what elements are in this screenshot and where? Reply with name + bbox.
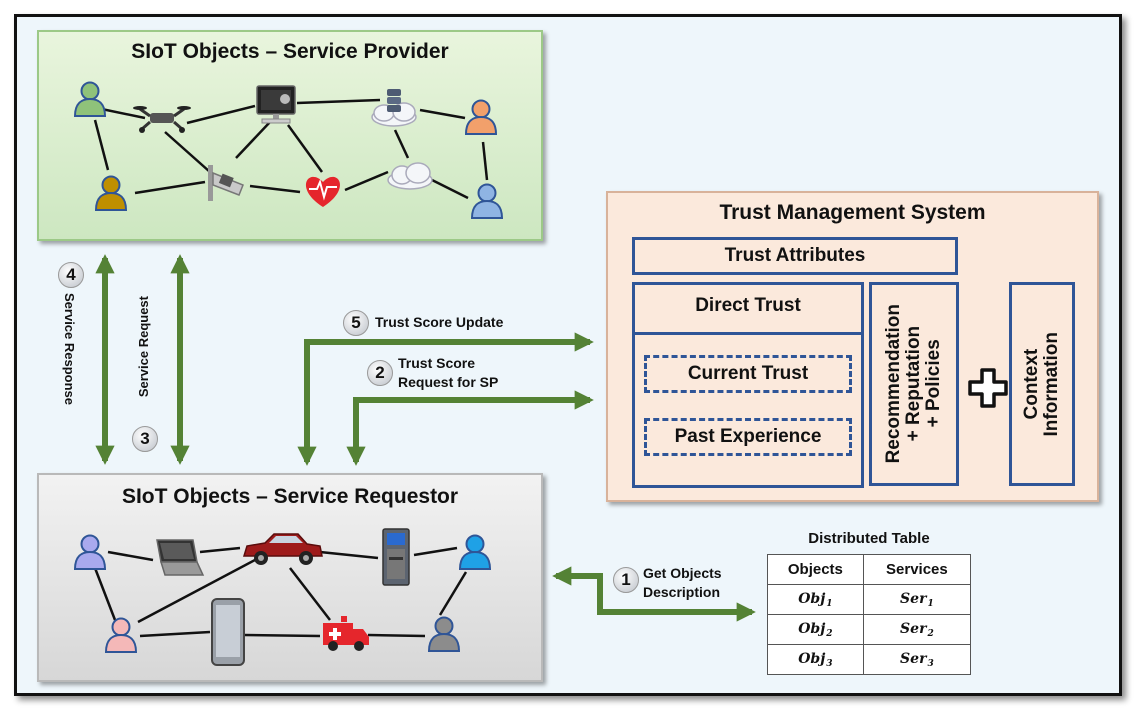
direct-trust-label: Direct Trust [695,295,801,316]
requestor-title: SIoT Objects – Service Requestor [121,485,459,508]
cloud-icon [387,162,433,190]
services-header: Services [862,554,972,585]
provider-icons [73,81,504,219]
smartphone-icon [211,598,245,666]
trust-score-update-label: Trust Score Update [375,314,504,330]
step-badge-5: 5 [342,309,370,342]
service-cell: Ser2 [862,614,972,645]
cloud-server-icon [371,89,417,127]
current-trust-box: Current Trust [644,355,852,393]
service-response-label: Service Response [62,293,77,406]
table-header-row: Objects Services [767,554,972,585]
trust-attributes-box: Trust Attributes [632,237,958,275]
tms-title: Trust Management System [719,201,986,224]
user-icon [94,175,128,211]
recommendation-box: Recommendation + Reputation + Policies [869,282,959,486]
trust-score-request-arrow [346,390,594,466]
object-cell: Obj3 [767,644,864,675]
get-objects-description-arrow [552,566,756,622]
user-icon [104,617,138,653]
object-cell: Obj2 [767,614,864,645]
table-row: Obj3 Ser3 [767,644,972,675]
drone-icon [133,106,191,133]
step-badge-2: 2 [366,359,394,392]
cctv-camera-icon [208,165,244,201]
distributed-table-title: Distributed Table [808,530,930,547]
get-objects-description-label: Get Objects Description [643,565,722,600]
table-row: Obj1 Ser1 [767,584,972,615]
plus-icon [963,363,1013,413]
user-icon [464,99,498,135]
service-cell: Ser3 [862,644,972,675]
user-icon [458,534,492,570]
user-icon [427,616,461,652]
step-badge-4: 4 [57,261,85,294]
trust-score-request-label: Trust Score Request for SP [398,355,499,390]
heart-rate-icon [305,176,341,207]
requestor-icons [73,528,492,666]
monitor-icon [256,85,296,124]
user-icon [73,81,107,117]
provider-title: SIoT Objects – Service Provider [131,40,449,63]
distributed-table: Objects Services Obj1 Ser1 Obj2 Ser2 Obj… [767,554,972,675]
context-information-box: Context Information [1009,282,1075,486]
objects-header: Objects [767,554,864,585]
trust-management-system-panel: Trust Management System Trust Attributes… [606,191,1099,502]
past-experience-box: Past Experience [644,418,852,456]
user-icon [470,183,504,219]
provider-network-edges [91,98,489,200]
service-cell: Ser1 [862,584,972,615]
laptop-icon [156,539,205,576]
requestor-network-edges [93,546,468,638]
object-cell: Obj1 [767,584,864,615]
step-badge-3: 3 [131,425,159,458]
car-icon [242,533,323,565]
flow-arrows [95,254,756,622]
table-row: Obj2 Ser2 [767,614,972,645]
direct-trust-divider [632,332,864,335]
user-icon [73,534,107,570]
trust-score-update-arrow [297,332,594,466]
ambulance-icon [323,616,369,651]
service-request-label: Service Request [136,296,151,398]
kiosk-icon [382,528,410,586]
step-badge-1: 1 [612,566,640,599]
